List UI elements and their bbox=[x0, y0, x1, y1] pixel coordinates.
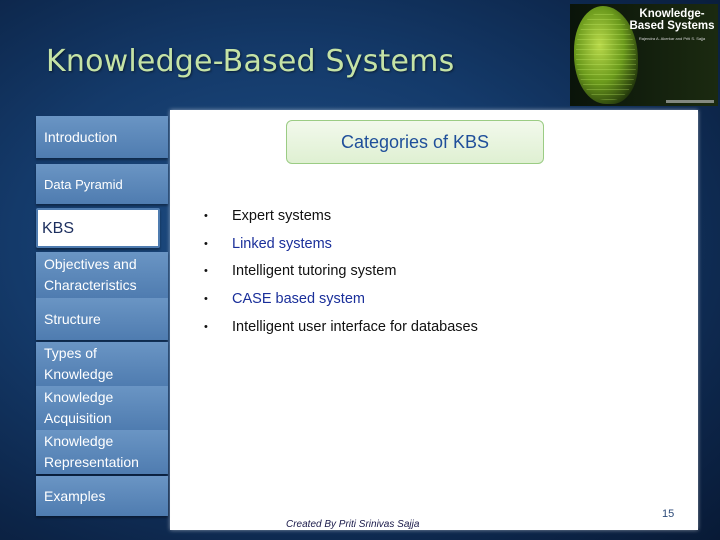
nav-item-examples[interactable]: Examples bbox=[36, 476, 168, 516]
nav-item-objectives[interactable]: Objectives and Characteristics bbox=[36, 252, 168, 298]
list-item: •CASE based system bbox=[204, 291, 365, 308]
bullet-list: •Expert systems •Linked systems •Intelli… bbox=[200, 202, 478, 341]
book-cover-title: Knowledge-Based Systems bbox=[629, 8, 715, 32]
footer-credit: Created By Priti Srinivas Sajja bbox=[286, 519, 420, 530]
slide-title: Knowledge-Based Systems bbox=[46, 44, 455, 79]
book-cover-authors: Rajendra A. Akerkar and Priti S. Sajja bbox=[638, 36, 706, 41]
categories-heading: Categories of KBS bbox=[286, 120, 544, 164]
face-graphic bbox=[574, 6, 638, 104]
nav-item-structure[interactable]: Structure bbox=[36, 298, 168, 340]
nav-item-knowledge-representation[interactable]: Knowledge Representation bbox=[36, 430, 168, 474]
nav-item-types-of-knowledge[interactable]: Types of Knowledge bbox=[36, 342, 168, 386]
page-number: 15 bbox=[662, 508, 675, 520]
list-item: •Intelligent tutoring system bbox=[204, 263, 397, 280]
nav-item-introduction[interactable]: Introduction bbox=[36, 116, 168, 158]
book-cover-image: Knowledge-Based Systems Rajendra A. Aker… bbox=[570, 4, 718, 106]
list-item: •Linked systems bbox=[204, 235, 332, 252]
list-item: •Intelligent user interface for database… bbox=[204, 319, 478, 336]
nav-item-data-pyramid[interactable]: Data Pyramid bbox=[36, 164, 168, 204]
content-panel bbox=[170, 110, 698, 530]
nav-item-knowledge-acquisition[interactable]: Knowledge Acquisition bbox=[36, 386, 168, 430]
nav-item-kbs[interactable]: KBS bbox=[36, 208, 160, 248]
list-item: •Expert systems bbox=[204, 207, 332, 224]
